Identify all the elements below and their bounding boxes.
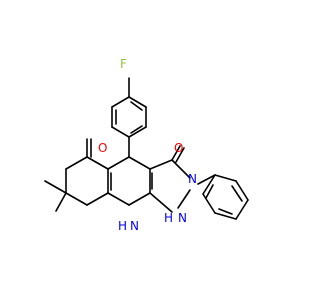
bonds xyxy=(44,77,249,220)
bond-double xyxy=(205,184,214,199)
bond xyxy=(128,96,147,108)
bond-double xyxy=(175,147,185,163)
bond xyxy=(202,174,216,195)
bond xyxy=(235,180,249,201)
bond xyxy=(128,156,151,170)
bond xyxy=(107,156,130,170)
bond-double xyxy=(130,125,143,134)
bond xyxy=(202,193,216,214)
bond xyxy=(111,96,130,108)
atom-label-nitrogen-nh-upper: N xyxy=(178,211,187,225)
bond-methyl xyxy=(55,192,67,212)
bond-double xyxy=(130,101,143,111)
atom-label-nitrogen-ring: N xyxy=(188,172,197,186)
bond xyxy=(214,174,237,182)
molecule-structure-diagram: F O O N N H N H xyxy=(44,57,249,233)
bond xyxy=(65,156,88,170)
atom-label-hydrogen-nh-upper: H xyxy=(164,211,173,225)
bond xyxy=(171,159,191,179)
bond xyxy=(107,192,130,206)
bond xyxy=(128,192,151,206)
bond xyxy=(171,145,181,161)
bond xyxy=(149,159,173,170)
atom-label-hydrogen-nh-lower: H xyxy=(118,219,127,233)
bond xyxy=(65,192,88,206)
atom-labels: F O O N N H N H xyxy=(98,57,197,233)
bond xyxy=(197,174,216,185)
bond xyxy=(214,212,237,220)
bond xyxy=(235,199,249,220)
bond xyxy=(111,126,130,138)
bond-methyl xyxy=(44,180,67,194)
atom-label-oxygen-pyrazolone: O xyxy=(174,141,183,155)
bond-double xyxy=(218,208,233,215)
bond xyxy=(149,192,173,213)
bond xyxy=(177,189,191,209)
atom-label-oxygen-ketone: O xyxy=(98,141,107,155)
bond xyxy=(86,156,109,170)
atom-label-fluorine: F xyxy=(120,57,127,71)
bond xyxy=(128,126,147,138)
bond xyxy=(86,192,109,206)
atom-label-nitrogen-nh-lower: N xyxy=(130,219,139,233)
bond-double xyxy=(231,185,243,202)
